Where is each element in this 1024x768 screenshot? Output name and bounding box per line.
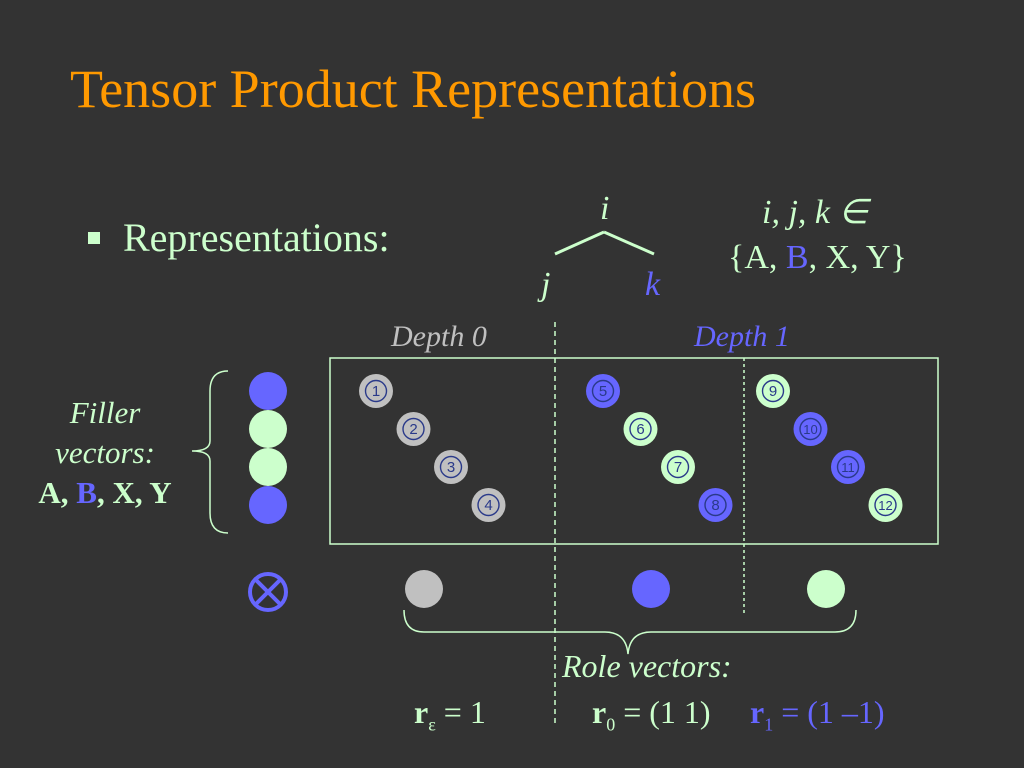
unit-number: 2: [409, 421, 417, 438]
unit-circle: [868, 488, 903, 522]
filler-circle: [249, 372, 287, 410]
unit-circle: [434, 450, 468, 484]
unit-circle: [359, 374, 393, 408]
set-close: , X, Y}: [808, 239, 907, 276]
eq-r1-rhs: = (1 –1): [773, 694, 885, 730]
unit-circle: [623, 412, 658, 446]
set-open: {A,: [728, 239, 786, 276]
unit-circle: [471, 488, 506, 522]
unit-number: 4: [484, 497, 492, 514]
unit-number-ring: [477, 493, 500, 517]
unit-circle: [396, 412, 431, 446]
unit-circle: [756, 374, 790, 408]
unit-number-ring: [629, 417, 652, 441]
unit-number-ring: [704, 493, 727, 517]
unit-number: 8: [711, 497, 719, 514]
filler-label: Filler vectors: A, B, X, Y: [30, 393, 180, 513]
filler-line1: Filler: [69, 395, 141, 430]
filler-b: B: [76, 475, 97, 510]
role-circle: [807, 570, 845, 608]
bullet-text: Representations:: [123, 215, 390, 260]
unit-number-ring: [799, 417, 822, 441]
unit-circle: [831, 450, 865, 484]
index-set-line2: {A, B, X, Y}: [728, 239, 907, 277]
unit-number: 10: [803, 422, 817, 437]
eq-r0-rhs: = (1 1): [615, 694, 711, 730]
role-circle: [405, 570, 443, 608]
unit-number-ring: [591, 379, 615, 403]
bullet-marker: [88, 232, 100, 244]
tree-right-label: k: [645, 266, 661, 303]
unit-number: 7: [674, 459, 682, 476]
tree-branch-right: [603, 230, 655, 256]
role-brace: [403, 609, 857, 655]
equation-r1: r1 = (1 –1): [750, 694, 885, 735]
unit-number-ring: [364, 379, 388, 403]
tensor-product-icon: [248, 572, 288, 612]
index-set-line1: i, j, k ∈: [762, 194, 869, 231]
unit-number: 6: [636, 421, 644, 438]
role-circle: [632, 570, 670, 608]
unit-box: [329, 357, 939, 545]
unit-number: 5: [599, 383, 607, 400]
unit-number-ring: [761, 379, 785, 403]
unit-number: 12: [878, 498, 892, 513]
unit-number: 11: [841, 460, 855, 475]
eq-eps-r: r: [414, 694, 429, 730]
eq-r1-sub: 1: [764, 714, 774, 735]
set-b: B: [785, 239, 809, 276]
eq-r0-r: r: [592, 694, 607, 730]
tree-left-label: j: [541, 266, 551, 303]
unit-number-ring: [666, 455, 690, 479]
unit-circle: [586, 374, 620, 408]
unit-number-ring: [836, 455, 860, 479]
unit-number: 3: [447, 459, 455, 476]
filler-circle: [249, 410, 287, 448]
depth1-label: Depth 1: [694, 320, 790, 353]
eq-eps-sub: ε: [428, 714, 436, 735]
filler-a: A,: [38, 475, 77, 510]
unit-circle: [793, 412, 828, 446]
eq-r0-sub: 0: [606, 714, 616, 735]
filler-circle: [249, 486, 287, 524]
tree-root-label: i: [600, 190, 610, 227]
equation-r-epsilon: rε = 1: [414, 694, 486, 735]
unit-circle: [661, 450, 695, 484]
unit-number-ring: [439, 455, 463, 479]
eq-r1-r: r: [750, 694, 765, 730]
unit-number-ring: [874, 493, 897, 517]
eq-eps-rhs: = 1: [435, 694, 486, 730]
unit-number: 9: [769, 383, 777, 400]
slide-title: Tensor Product Representations: [70, 59, 757, 119]
unit-number: 1: [372, 383, 380, 400]
filler-xy: , X, Y: [96, 475, 172, 510]
filler-brace: [191, 370, 229, 534]
depth0-label: Depth 0: [391, 320, 487, 353]
filler-circles: [249, 372, 287, 524]
equation-r0: r0 = (1 1): [592, 694, 711, 735]
filler-line2: vectors:: [55, 435, 155, 470]
role-vectors-label: Role vectors:: [562, 648, 732, 684]
filler-circle: [249, 448, 287, 486]
unit-circle: [698, 488, 733, 522]
filler-symbols: A, B, X, Y: [30, 473, 180, 513]
unit-number-ring: [402, 417, 425, 441]
role-circles: [405, 570, 845, 608]
tree-branch-left: [554, 230, 605, 256]
